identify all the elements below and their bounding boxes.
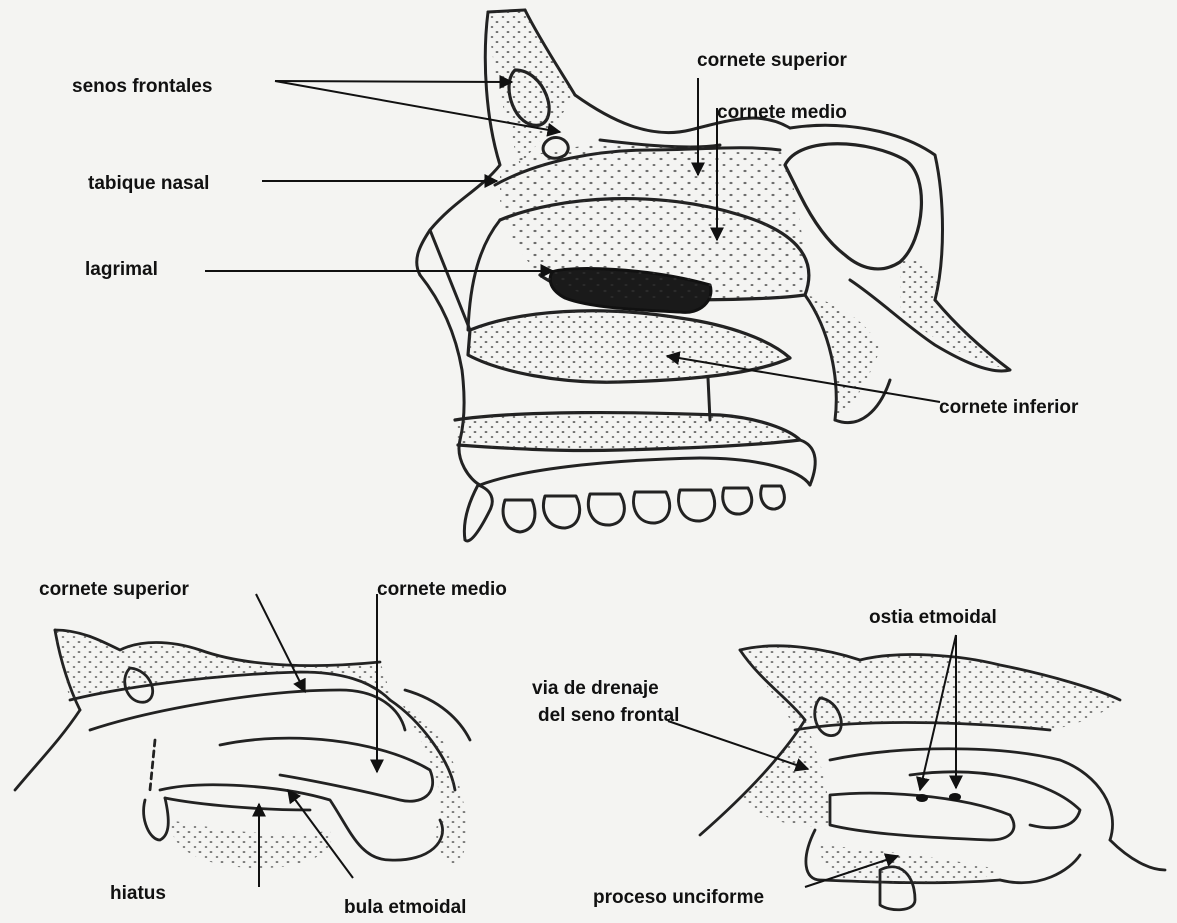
ostium-dot-1	[916, 794, 928, 802]
frontal-bone-outline	[417, 12, 500, 275]
label-via-drenaje-line1: via de drenaje	[532, 679, 659, 700]
arrow-cornete-superior-bottom	[256, 594, 305, 692]
label-ostia-etmoidal: ostia etmoidal	[869, 608, 997, 629]
label-cornete-medio-bottom: cornete medio	[377, 580, 507, 601]
incisor-tooth	[464, 485, 492, 541]
teeth-row	[503, 486, 784, 532]
label-via-drenaje-line2: del seno frontal	[538, 706, 679, 727]
label-lagrimal: lagrimal	[85, 260, 158, 281]
label-cornete-superior-top: cornete superior	[697, 51, 847, 72]
sphenoid-sinus	[785, 144, 921, 269]
label-senos-frontales: senos frontales	[72, 77, 212, 98]
label-cornete-inferior: cornete inferior	[939, 398, 1078, 419]
arrow-senos-frontales-1	[275, 81, 512, 82]
label-bula-etmoidal: bula etmoidal	[344, 898, 466, 919]
left-stipple	[55, 630, 467, 870]
label-tabique-nasal: tabique nasal	[88, 174, 209, 195]
main-stipple	[455, 10, 1010, 451]
label-proceso-unciforme: proceso unciforme	[593, 888, 764, 909]
ostium-dot-2	[949, 793, 961, 801]
label-hiatus: hiatus	[110, 884, 166, 905]
label-cornete-medio-top: cornete medio	[717, 103, 847, 124]
right-middle-turbinate	[910, 772, 1080, 828]
label-cornete-superior-bottom: cornete superior	[39, 580, 189, 601]
left-middle-turbinate	[220, 738, 433, 801]
